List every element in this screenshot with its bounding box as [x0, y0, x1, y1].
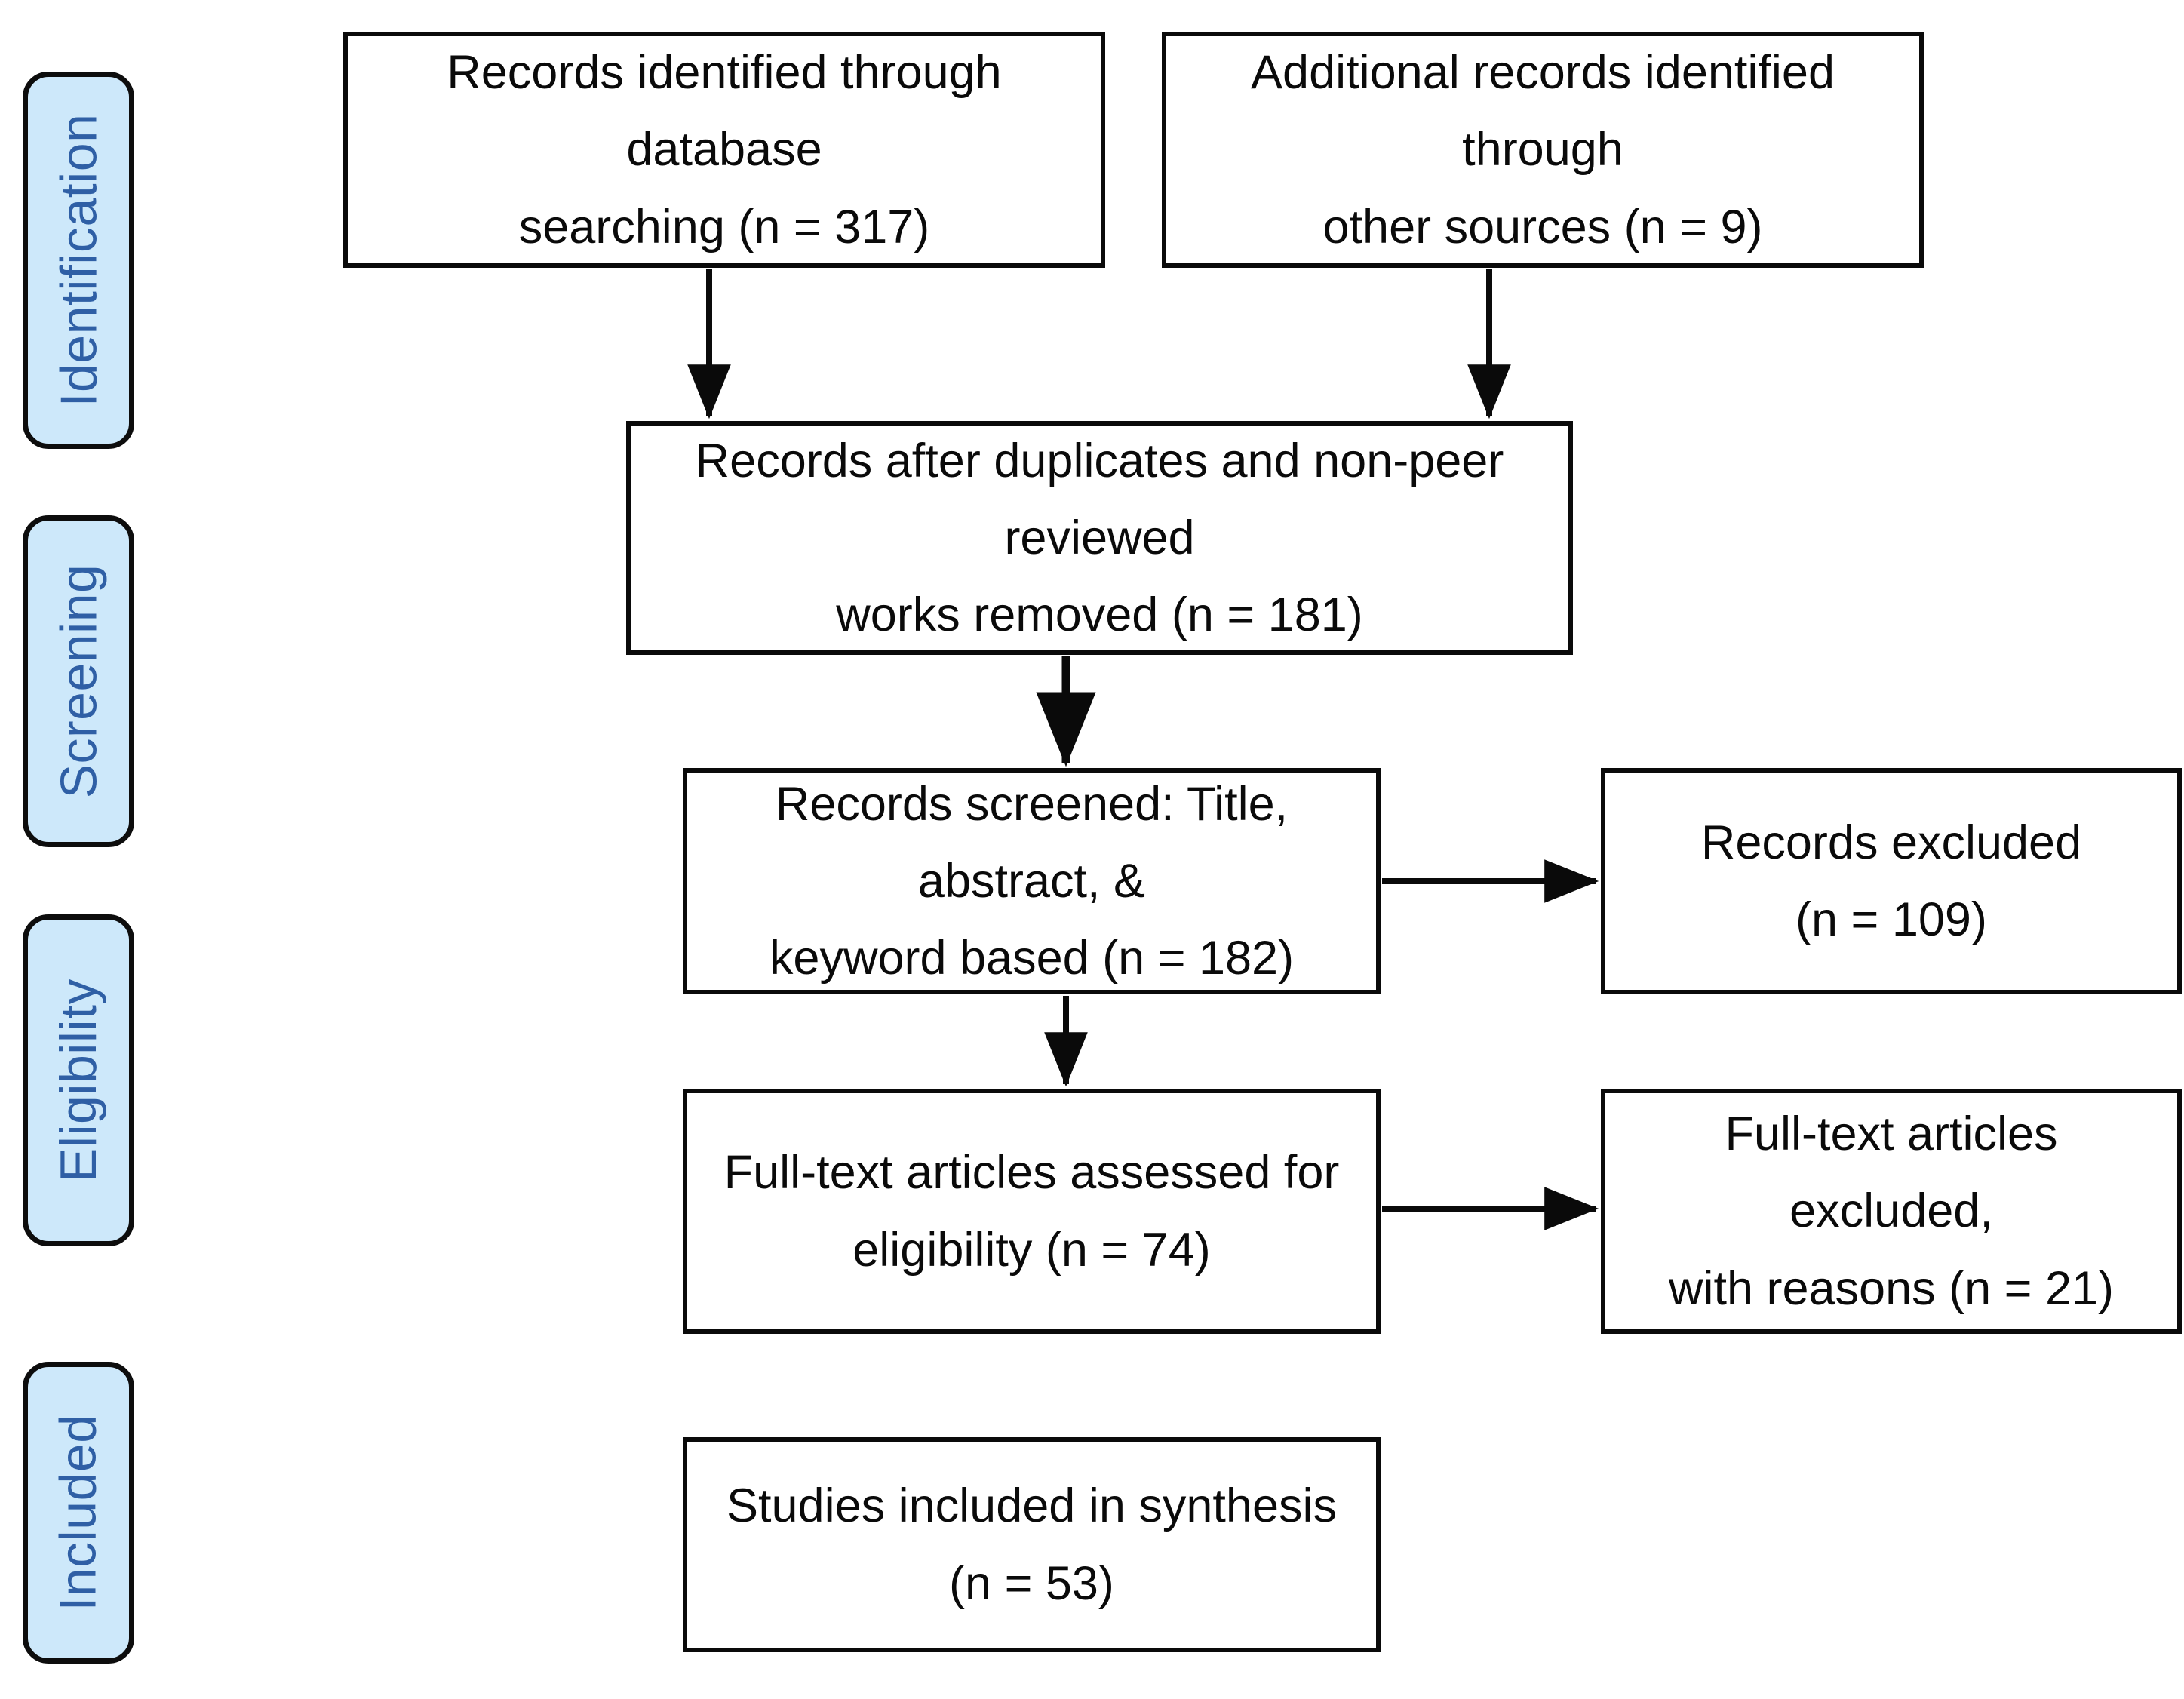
box-records-excluded: Records excluded (n = 109) [1601, 768, 2182, 994]
stage-label-screening: Screening [23, 515, 134, 847]
box-fulltext-excluded: Full-text articles excluded, with reason… [1601, 1089, 2182, 1334]
box-records-screened-text: Records screened: Title, abstract, & key… [769, 777, 1295, 985]
box-fulltext-assessed: Full-text articles assessed for eligibil… [683, 1089, 1381, 1334]
box-records-identified-database-text: Records identified through database sear… [447, 46, 1002, 253]
stage-label-included: Included [23, 1362, 134, 1664]
stage-label-screening-text: Screening [50, 564, 108, 799]
stage-label-eligibility-text: Eligibility [50, 978, 107, 1183]
stage-label-identification-text: Identification [50, 113, 107, 407]
box-records-after-duplicates: Records after duplicates and non-peer re… [626, 421, 1573, 655]
box-fulltext-assessed-text: Full-text articles assessed for eligibil… [723, 1146, 1340, 1277]
box-records-after-duplicates-text: Records after duplicates and non-peer re… [695, 434, 1504, 642]
box-additional-records-other-sources: Additional records identified through ot… [1162, 32, 1924, 268]
box-studies-included: Studies included in synthesis (n = 53) [683, 1437, 1381, 1652]
box-records-identified-database: Records identified through database sear… [343, 32, 1105, 268]
box-fulltext-excluded-text: Full-text articles excluded, with reason… [1668, 1108, 2115, 1315]
stage-label-identification: Identification [23, 72, 134, 449]
stage-label-eligibility: Eligibility [23, 914, 134, 1246]
box-additional-records-other-sources-text: Additional records identified through ot… [1251, 46, 1835, 253]
stage-label-included-text: Included [50, 1414, 107, 1611]
box-studies-included-text: Studies included in synthesis (n = 53) [726, 1479, 1337, 1610]
box-records-excluded-text: Records excluded (n = 109) [1700, 816, 2082, 946]
box-records-screened: Records screened: Title, abstract, & key… [683, 768, 1381, 994]
